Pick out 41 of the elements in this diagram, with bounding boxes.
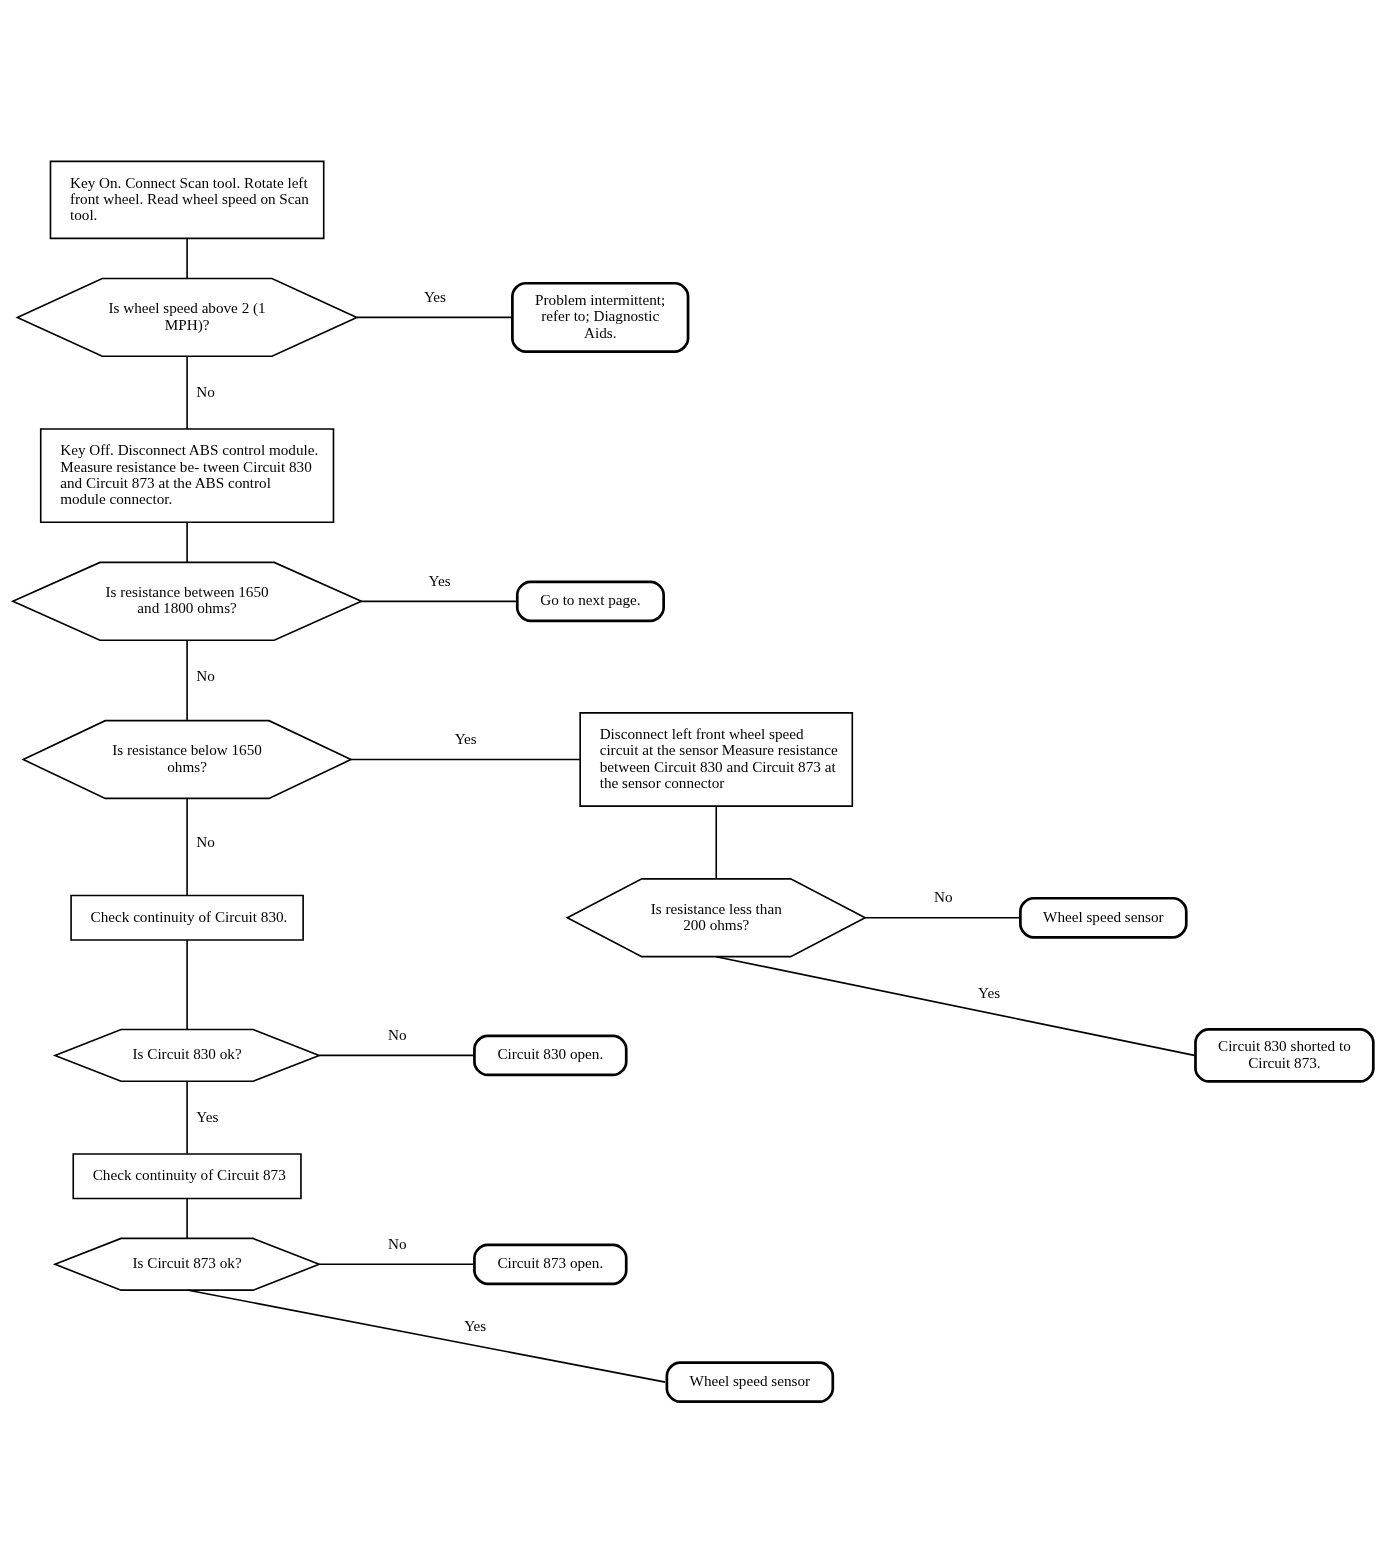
connector	[318, 1054, 476, 1057]
edge-label: No	[388, 1025, 407, 1043]
edge-label: Yes	[454, 730, 477, 748]
node-box: Key On. Connect Scan tool. Rotate left front wheel. Read wheel speed on Scan tool.	[49, 160, 325, 240]
connector	[864, 916, 1022, 919]
connector	[715, 805, 718, 880]
connector	[350, 758, 581, 761]
node-box: Circuit 830 open.	[473, 1034, 628, 1077]
connector	[186, 798, 188, 897]
connector	[186, 355, 188, 430]
connector	[186, 939, 188, 1031]
edge-label: Yes	[196, 1108, 219, 1126]
connector	[186, 1289, 667, 1383]
node-box: Wheel speed sensor	[1019, 896, 1188, 939]
connector	[356, 316, 513, 319]
edge-label: No	[196, 667, 215, 685]
node-box: Problem intermittent; refer to; Diagnostic Aids.	[511, 281, 690, 353]
node-box: Check continuity of Circuit 830.	[70, 894, 304, 941]
edge-label: No	[196, 383, 215, 401]
connector	[360, 600, 518, 603]
edge-label: No	[934, 888, 953, 906]
node-box: Key Off. Disconnect ABS control module. Measure resistance be- tween Circuit 830 and Circuit 873 at the ABS control module connector.	[39, 428, 335, 524]
node-box: Circuit 830 shorted to Circuit 873.	[1194, 1028, 1375, 1083]
connector	[715, 955, 1196, 1057]
edge-label: Yes	[978, 983, 1001, 1001]
edge-label: Yes	[428, 571, 451, 589]
connector	[186, 1197, 188, 1240]
connector	[318, 1263, 476, 1266]
node-box: Circuit 873 open.	[473, 1243, 628, 1286]
edge-label: No	[388, 1234, 407, 1252]
node-box: Check continuity of Circuit 873	[72, 1153, 302, 1200]
edge-label: Yes	[423, 287, 446, 305]
node-box: Disconnect left front wheel speed circuit at the sensor Measure resistance between Circuit 830 and Circuit 873 at the sensor connector	[579, 712, 854, 807]
node-box: Wheel speed sensor	[665, 1361, 835, 1403]
node-box: Go to next page.	[515, 580, 665, 623]
edge-label: Yes	[464, 1316, 487, 1334]
edge-label: No	[196, 833, 215, 851]
connector	[186, 639, 188, 721]
connector	[186, 521, 188, 563]
connector	[186, 237, 188, 280]
connector	[186, 1080, 188, 1155]
